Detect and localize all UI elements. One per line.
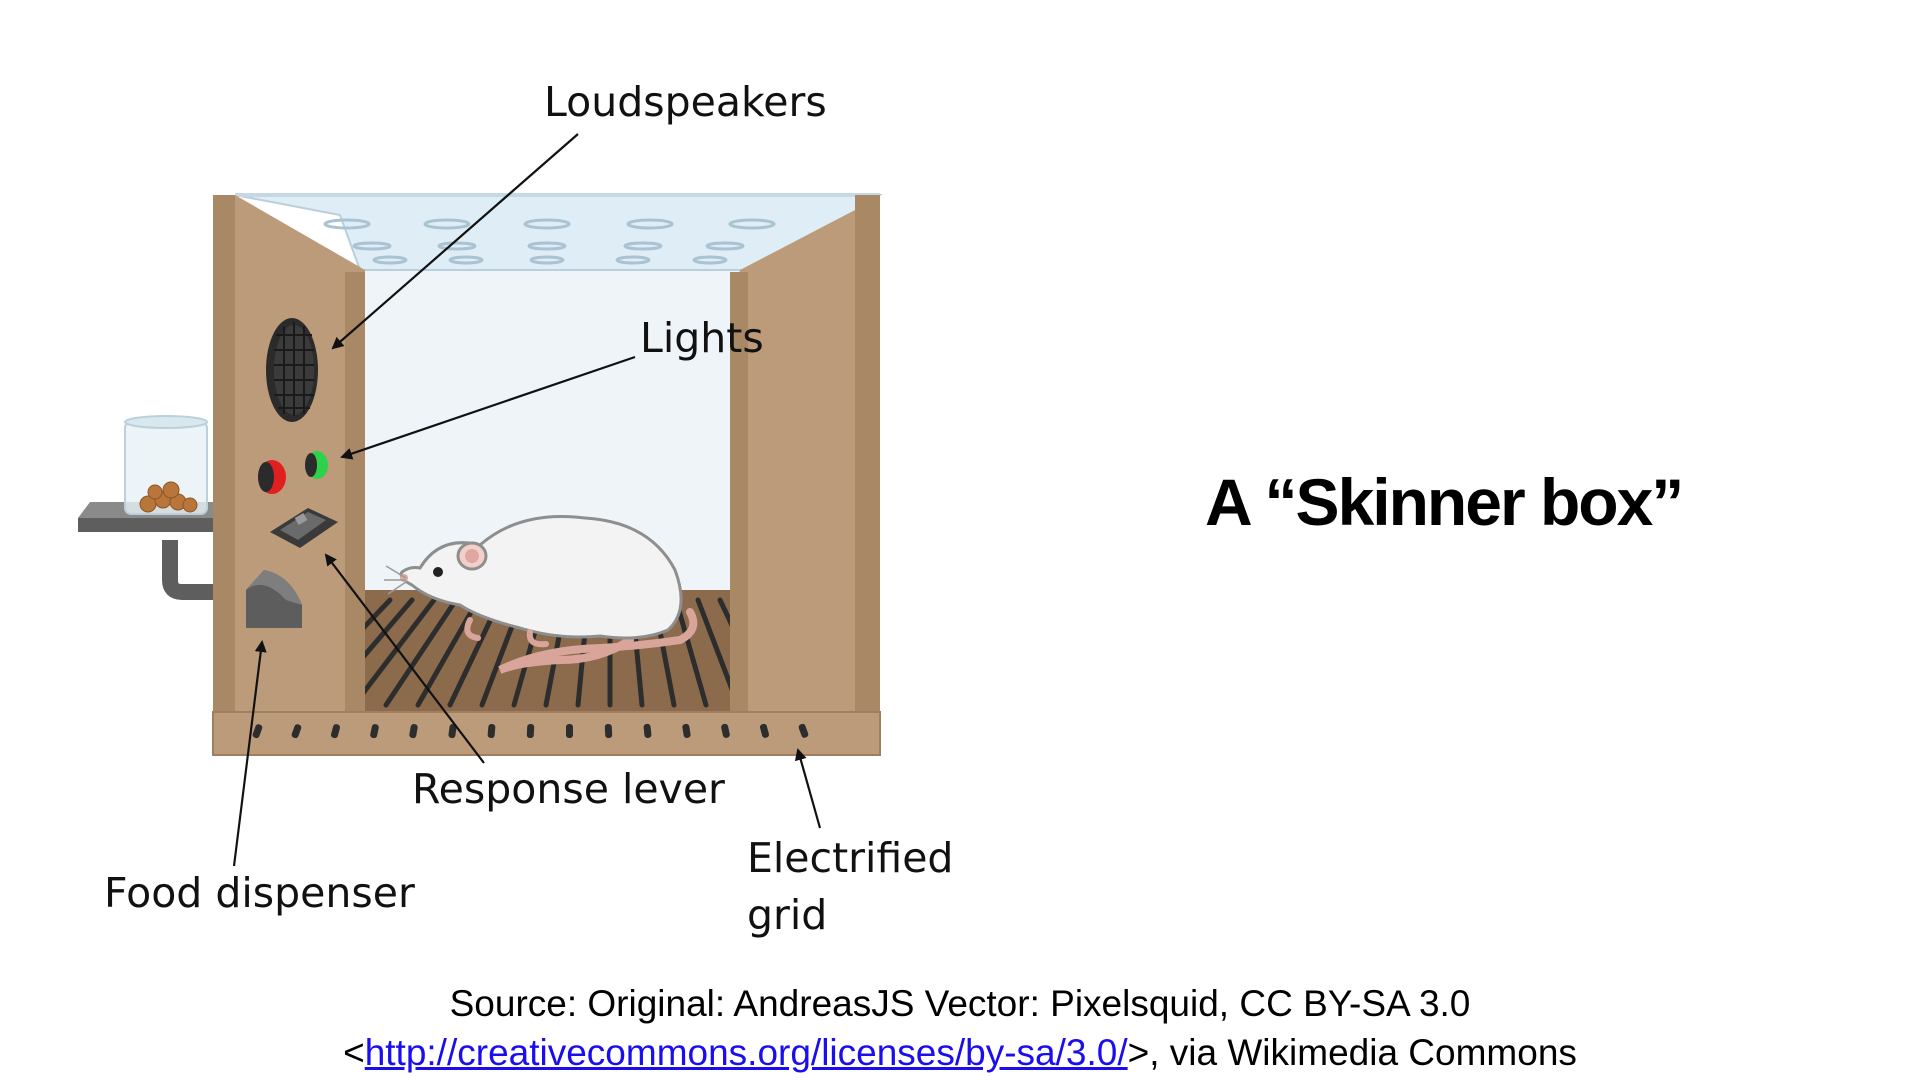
right-wall <box>740 210 855 712</box>
electrified-grid-pointer <box>794 748 822 829</box>
base <box>212 711 881 756</box>
label-loudspeakers: Loudspeakers <box>544 78 827 126</box>
lever-icon <box>270 508 338 548</box>
source-prefix: < <box>343 1032 365 1073</box>
label-electrified-grid-line2: grid <box>747 891 828 939</box>
left-inner-post <box>345 272 365 712</box>
label-food-dispenser: Food dispenser <box>104 869 415 917</box>
food-dispenser-pointer <box>232 640 267 867</box>
license-link[interactable]: http://creativecommons.org/licenses/by-s… <box>364 1032 1128 1073</box>
leader-lines <box>232 133 822 867</box>
loudspeakers-pointer <box>331 133 579 350</box>
source-suffix: >, via Wikimedia Commons <box>1127 1032 1577 1073</box>
food-jar-icon <box>78 415 213 600</box>
label-lights: Lights <box>640 314 764 362</box>
speaker-icon <box>266 318 318 422</box>
right-wall-edge <box>855 195 880 755</box>
grid-terminals <box>252 723 809 739</box>
left-wall-edge <box>213 195 235 755</box>
response-lever-pointer <box>324 553 485 764</box>
slide-title: A “Skinner box” <box>1205 465 1684 539</box>
label-electrified-grid-line1: Electrified <box>747 834 954 882</box>
source-line-1: Source: Original: AndreasJS Vector: Pixe… <box>449 983 1471 1024</box>
lights-pointer <box>340 355 636 460</box>
left-wall <box>213 195 365 712</box>
right-inner-post <box>730 272 748 712</box>
rat-icon <box>384 515 698 674</box>
label-response-lever: Response lever <box>412 765 725 813</box>
source-line-2: <http://creativecommons.org/licenses/by-… <box>0 1032 1920 1074</box>
green-light-icon <box>305 451 328 479</box>
glass-ceiling <box>234 193 883 271</box>
red-light-icon <box>258 460 286 494</box>
food-dispenser-icon <box>246 570 302 628</box>
